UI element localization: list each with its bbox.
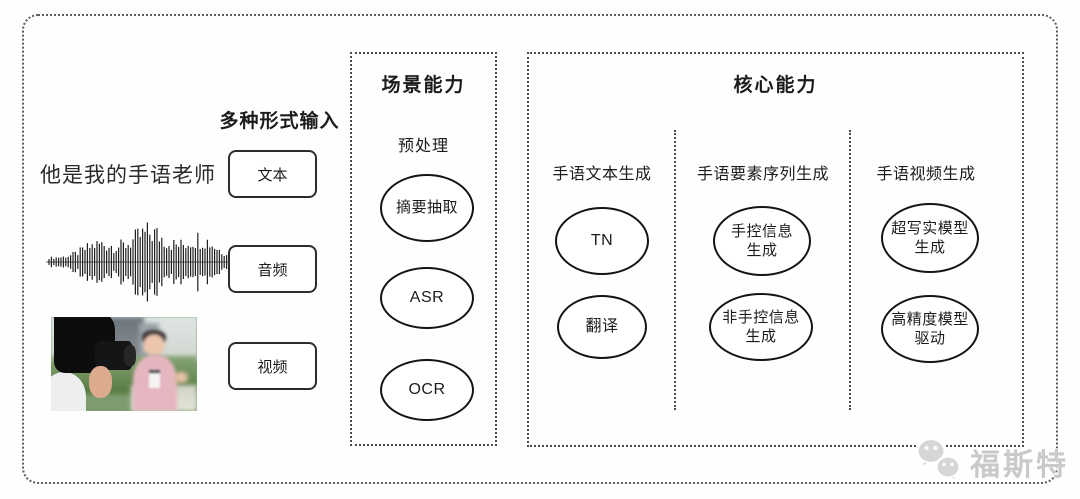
input-box-text: 文本 [228, 150, 317, 198]
scene-capability-box: 场景能力 预处理 摘要抽取 ASR OCR [350, 52, 497, 446]
column-header-sl-video-generation: 手语视频生成 [876, 166, 976, 183]
outer-dashed-frame [22, 14, 1058, 484]
scene-capability-title: 场景能力 [381, 75, 466, 96]
sample-input-text: 他是我的手语老师 [40, 164, 216, 187]
watermark-text: 福斯特 [970, 448, 1069, 482]
node-non-manual-info-generation: 非手控信息 生成 [709, 293, 813, 361]
node-translation: 翻译 [557, 295, 647, 359]
node-tn: TN [555, 207, 649, 275]
photo-reporter-head [142, 333, 165, 357]
core-capability-box: 核心能力 手语文本生成 手语要素序列生成 手语视频生成 TN 翻译 手控信息 生… [527, 52, 1024, 447]
node-asr: ASR [380, 267, 474, 329]
photo-microphone [148, 369, 161, 388]
preprocess-label: 预处理 [397, 138, 449, 155]
node-high-precision-model-driving: 高精度模型 驱动 [881, 295, 979, 363]
watermark: 福斯特 [912, 434, 1069, 489]
column-header-sl-text-generation: 手语文本生成 [552, 166, 652, 183]
wechat-icon [912, 434, 966, 489]
node-summary-extraction: 摘要抽取 [380, 174, 474, 242]
input-box-video: 视频 [228, 342, 317, 390]
photo-reporter-hand [173, 371, 189, 383]
photo-camera-lens-front [124, 345, 136, 366]
node-manual-info-generation: 手控信息 生成 [713, 206, 811, 276]
photo-photographer-hand [88, 365, 113, 398]
column-divider [674, 130, 676, 410]
input-box-audio: 音频 [228, 245, 317, 293]
column-divider [849, 130, 851, 410]
core-capability-title: 核心能力 [733, 75, 818, 96]
input-section-header: 多种形式输入 [219, 111, 340, 132]
video-input-photo [51, 317, 197, 411]
node-hyperrealistic-model-generation: 超写实模型 生成 [881, 203, 979, 273]
node-ocr: OCR [380, 359, 474, 421]
column-header-sl-element-sequence-generation: 手语要素序列生成 [696, 166, 829, 183]
